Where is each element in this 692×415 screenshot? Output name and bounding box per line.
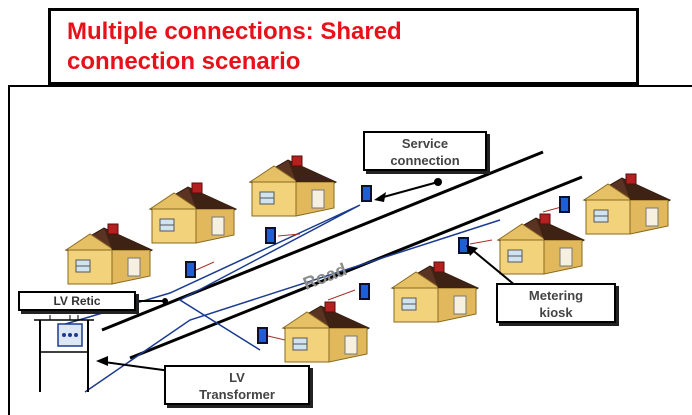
diagram-frame (8, 85, 692, 415)
meter-icon (257, 327, 268, 344)
meter-icon (559, 196, 570, 213)
title-box: Multiple connections: Shared connection … (48, 8, 639, 85)
metering-kiosk-callout: Metering kiosk (496, 283, 616, 323)
road-edge-upper (101, 150, 544, 332)
road-edge-lower (129, 175, 583, 360)
meter-icon (361, 185, 372, 202)
road-label: Road (300, 259, 349, 294)
service-line (327, 289, 356, 301)
service-line (267, 335, 286, 341)
lv-cable-lower (84, 219, 501, 393)
meter-icon (185, 261, 196, 278)
service-line (195, 261, 215, 271)
lv-transformer-callout: LV Transformer (164, 365, 310, 405)
house (282, 301, 370, 363)
house (149, 182, 237, 244)
meter-icon (265, 227, 276, 244)
house (391, 261, 479, 323)
house (65, 223, 153, 285)
transformer-structure (34, 315, 94, 392)
slide-title: Multiple connections: Shared connection … (67, 18, 402, 75)
house (497, 213, 585, 275)
meter-icon (359, 283, 370, 300)
service-line (469, 239, 493, 245)
house (249, 155, 337, 217)
service-line (277, 233, 301, 237)
service-connection-callout: Service connection (363, 131, 487, 171)
house (583, 173, 671, 235)
lv-retic-callout: LV Retic (18, 291, 136, 311)
